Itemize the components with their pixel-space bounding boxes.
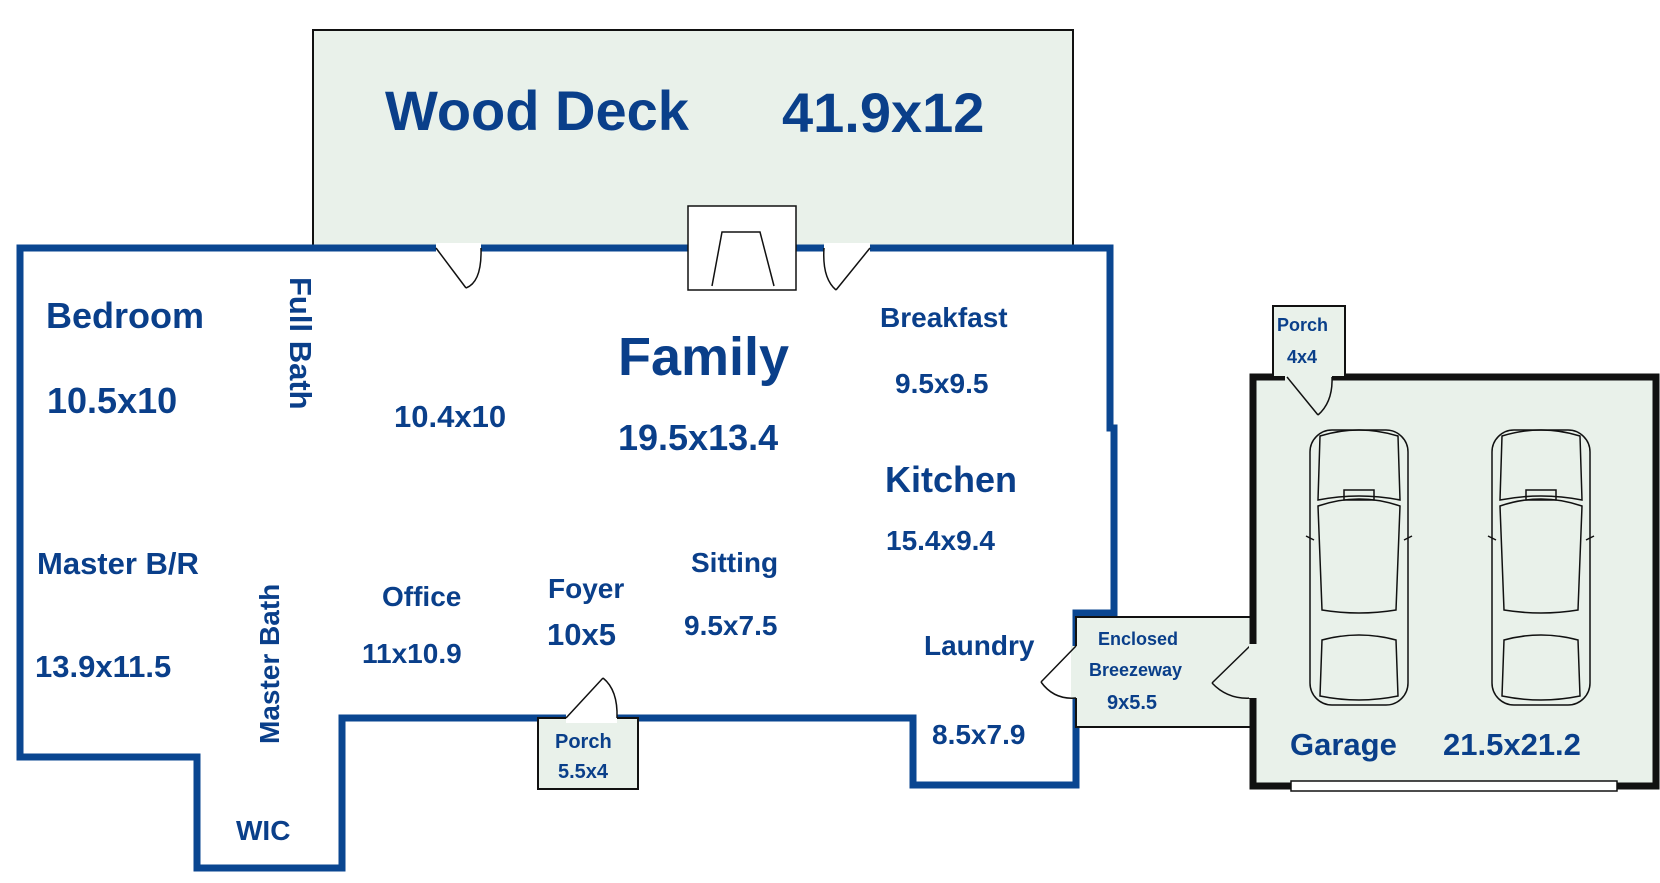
family-label: Family xyxy=(618,327,789,387)
sitting-label: Sitting xyxy=(691,547,778,578)
car-icon xyxy=(1305,429,1413,706)
office-size: 11x10.9 xyxy=(362,638,462,669)
front-porch-size: 5.5x4 xyxy=(558,761,609,783)
wic-label: WIC xyxy=(236,815,290,846)
laundry-door xyxy=(1040,645,1077,699)
bedroom-label: Bedroom xyxy=(46,295,204,336)
side-porch-door xyxy=(1286,376,1333,416)
breezeway-label-line2: Breezeway xyxy=(1089,660,1182,680)
laundry-size: 8.5x7.9 xyxy=(932,719,1025,750)
laundry-label: Laundry xyxy=(924,630,1035,661)
side-porch-size: 4x4 xyxy=(1287,347,1317,367)
garage-size: 21.5x21.2 xyxy=(1443,727,1581,762)
foyer-label: Foyer xyxy=(548,573,624,604)
side-porch-label: Porch xyxy=(1277,315,1328,335)
deck-label: Wood Deck xyxy=(385,79,690,142)
front-door xyxy=(565,677,618,719)
family-size: 19.5x13.4 xyxy=(618,417,778,458)
breezeway-size: 9x5.5 xyxy=(1107,692,1157,714)
master-br-label: Master B/R xyxy=(37,546,199,581)
fireplace xyxy=(687,205,797,291)
kitchen-size: 15.4x9.4 xyxy=(886,525,995,556)
garage-side-door xyxy=(1211,643,1253,699)
side-porch-area xyxy=(1272,305,1346,378)
office-label: Office xyxy=(382,581,461,612)
garage-door xyxy=(1290,780,1618,792)
center-room-size: 10.4x10 xyxy=(394,399,506,434)
garage-area xyxy=(1249,373,1660,790)
master-bath-label: Master Bath xyxy=(254,584,285,744)
kitchen-label: Kitchen xyxy=(885,459,1017,500)
breakfast-label: Breakfast xyxy=(880,302,1008,333)
deck-door-right xyxy=(823,247,871,291)
garage-label: Garage xyxy=(1290,727,1397,762)
front-porch-label: Porch xyxy=(555,731,612,753)
breakfast-size: 9.5x9.5 xyxy=(895,368,988,399)
bedroom-size: 10.5x10 xyxy=(47,380,177,421)
front-porch-area xyxy=(537,717,639,790)
deck-door-left xyxy=(435,247,482,289)
breezeway-label-line1: Enclosed xyxy=(1098,629,1178,649)
master-br-size: 13.9x11.5 xyxy=(35,649,171,684)
car-icon xyxy=(1487,429,1595,706)
sitting-size: 9.5x7.5 xyxy=(684,610,777,641)
house-wall-outline xyxy=(16,244,1118,872)
full-bath-label: Full Bath xyxy=(283,277,318,410)
foyer-size: 10x5 xyxy=(547,617,616,652)
deck-size: 41.9x12 xyxy=(782,81,984,144)
